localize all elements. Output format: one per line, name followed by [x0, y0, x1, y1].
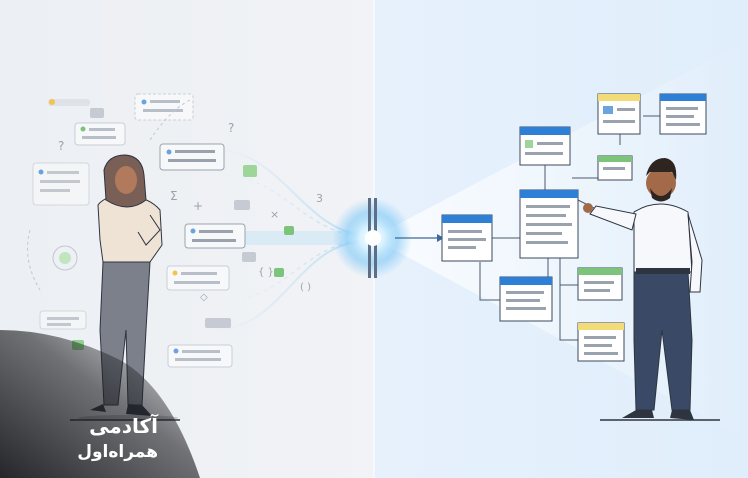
svg-text:?: ? — [58, 139, 64, 153]
chat-bubble — [184, 223, 246, 249]
chat-bubble — [166, 265, 230, 291]
floating-symbols: ? ? Σ + × 3 { } ◇ ( ) — [27, 99, 323, 350]
chat-bubbles — [32, 93, 246, 368]
flow-card — [597, 155, 633, 181]
brand-logo: آکادمی همراه‌اول — [10, 410, 170, 470]
flow-card — [577, 322, 625, 362]
svg-text:?: ? — [228, 121, 234, 135]
flowchart — [441, 93, 707, 362]
svg-text:◇: ◇ — [200, 292, 208, 303]
flow-card — [577, 267, 623, 301]
brand-line-1: آکادمی — [89, 414, 158, 438]
chat-bubble — [32, 162, 90, 206]
flow-card — [519, 189, 579, 259]
svg-text:+: + — [193, 199, 203, 213]
svg-text:Σ: Σ — [170, 189, 178, 203]
chat-bubble — [167, 344, 233, 368]
flow-card — [499, 276, 553, 322]
chat-bubble — [134, 93, 194, 121]
svg-text:×: × — [270, 208, 279, 221]
brand-line-2: همراه‌اول — [77, 442, 158, 462]
flow-card — [659, 93, 707, 135]
svg-text:3: 3 — [316, 192, 323, 205]
svg-text:{ }: { } — [258, 267, 274, 278]
flow-card — [441, 214, 493, 262]
flow-card — [597, 93, 641, 135]
lens-glow — [332, 198, 412, 278]
chat-bubble — [74, 122, 126, 146]
svg-text:( ): ( ) — [300, 282, 311, 293]
chat-bubble — [48, 99, 90, 106]
man-figure — [583, 158, 720, 421]
flow-card — [519, 126, 571, 166]
chat-bubble — [159, 143, 225, 171]
brand-corner — [0, 330, 200, 478]
chat-bubble — [39, 310, 87, 330]
